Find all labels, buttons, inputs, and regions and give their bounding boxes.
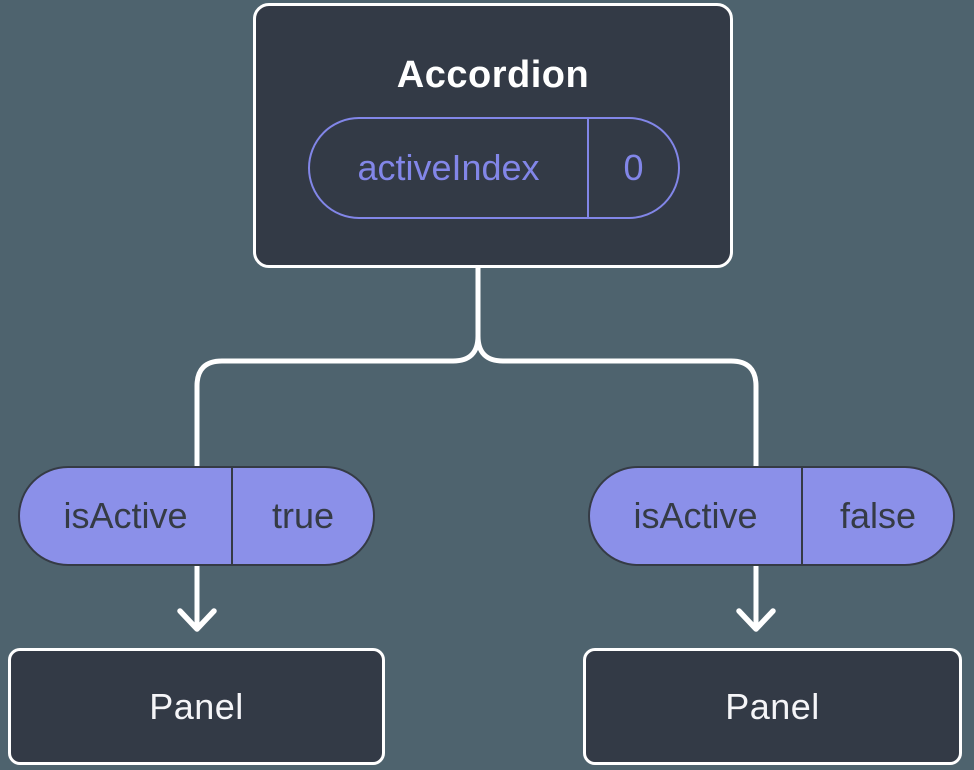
arrowhead-right-icon [736, 608, 776, 632]
connector-right-branch [475, 262, 759, 630]
accordion-node: Accordion activeIndex 0 [253, 3, 733, 268]
prop-value-label: false [839, 495, 917, 536]
state-pill: activeIndex 0 [308, 117, 680, 219]
panel-node-left: Panel [8, 648, 385, 765]
accordion-title: Accordion [396, 54, 590, 96]
prop-name-label: isActive [20, 468, 233, 564]
prop-pill-right: isActive false [588, 466, 955, 566]
state-value-label: 0 [623, 147, 644, 188]
state-name-label: activeIndex [310, 119, 589, 217]
arrowhead-left-icon [177, 608, 217, 632]
connector-left-branch [194, 262, 481, 630]
prop-pill-left: isActive true [18, 466, 375, 566]
prop-value-label: true [271, 495, 335, 536]
panel-node-right: Panel [583, 648, 962, 765]
prop-name-label: isActive [590, 468, 803, 564]
